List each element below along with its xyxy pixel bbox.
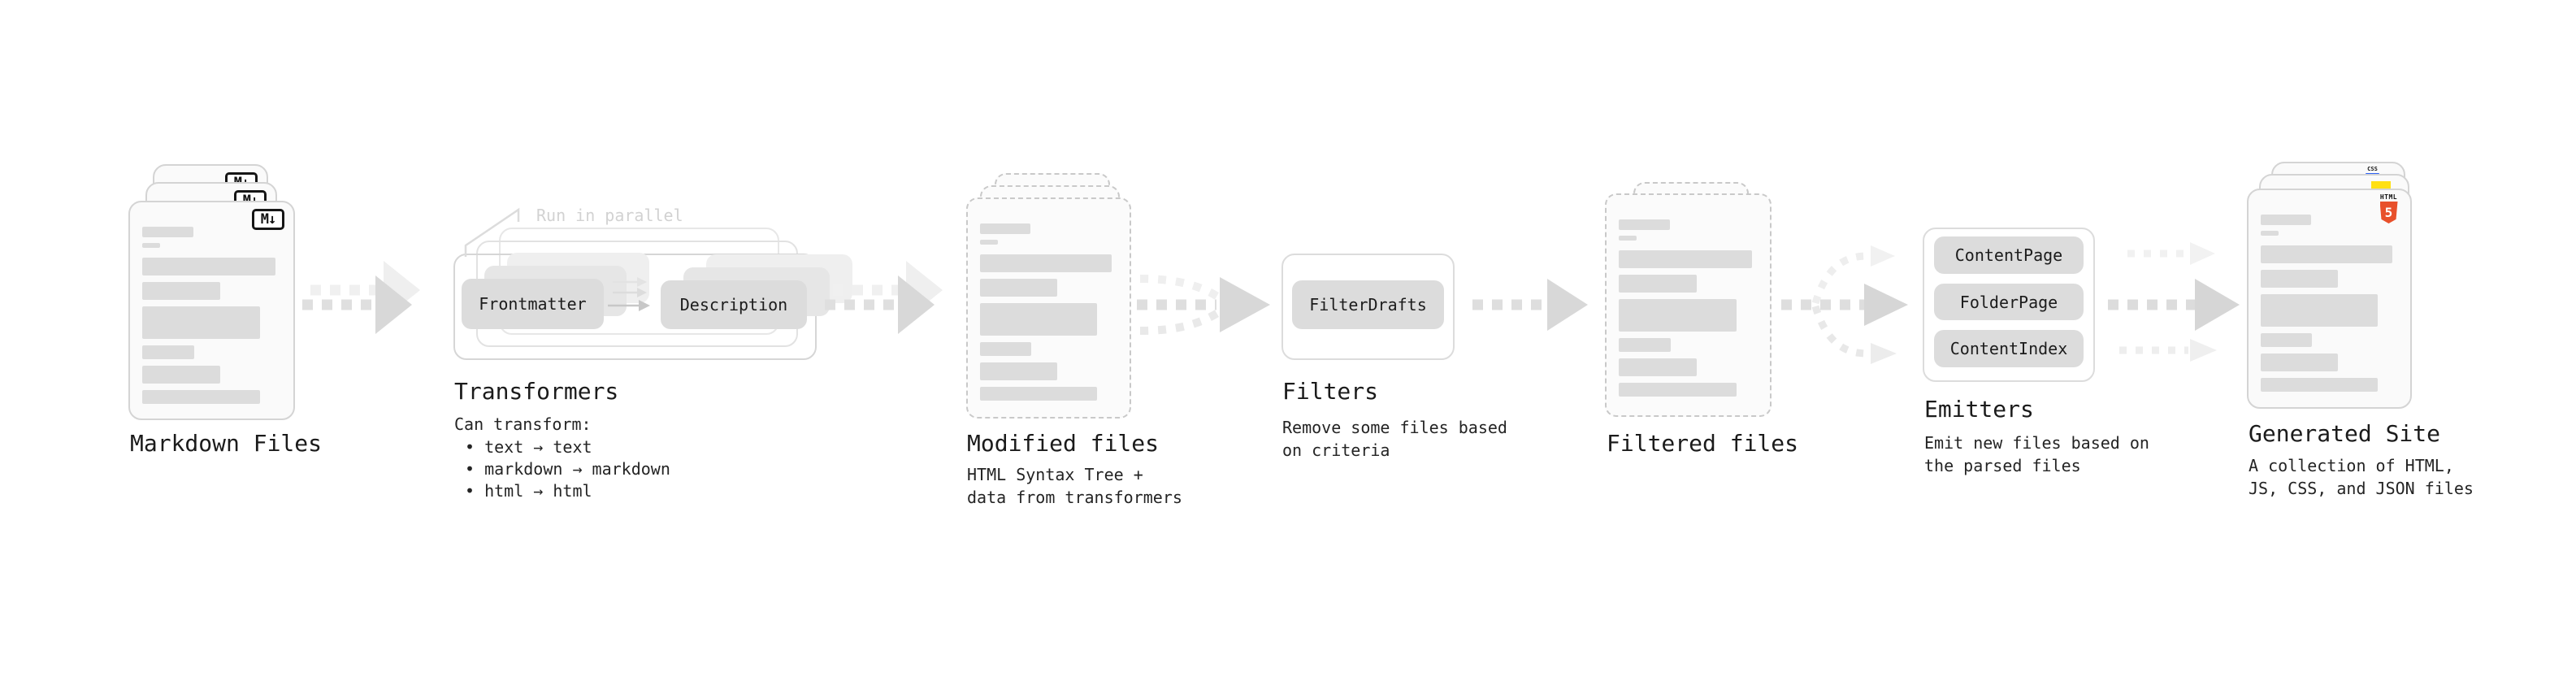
markdown-icon: M↓ (252, 209, 284, 230)
emitters-subtitle: Emit new files based on the parsed files (1924, 433, 2149, 475)
modified-files-title: Modified files (967, 430, 1160, 457)
contentpage-node: ContentPage (1934, 236, 2084, 274)
modified-file-card-front (966, 197, 1131, 419)
parallel-mini-arrows (608, 277, 650, 311)
description-node: Description (661, 280, 807, 329)
filterdrafts-node: FilterDrafts (1292, 280, 1444, 329)
frontmatter-node: Frontmatter (462, 279, 604, 329)
transform-bullet: • markdown → markdown (465, 459, 670, 479)
document-text-placeholder (980, 199, 1116, 417)
transformers-description: Can transform: (454, 414, 592, 434)
emitters-title: Emitters (1924, 396, 2034, 423)
flow-arrow-markdown-to-transformers (302, 261, 420, 334)
document-text-placeholder (142, 202, 280, 419)
markdown-file-card-front: M↓ (128, 201, 295, 420)
flow-arrow-transformers-to-modified (825, 261, 943, 334)
flow-arrow-split-filtered-to-emitters (1781, 245, 1908, 364)
filtered-file-card-front (1605, 193, 1772, 417)
filtered-files-title: Filtered files (1607, 430, 1799, 457)
filters-subtitle: Remove some files based on criteria (1282, 418, 1507, 460)
contentindex-node: ContentIndex (1934, 330, 2084, 367)
flow-arrow-filters-to-filtered (1472, 279, 1588, 331)
transform-bullet: • text → text (465, 437, 592, 457)
folderpage-node: FolderPage (1934, 284, 2084, 320)
site-file-card-html: HTML 5 (2247, 189, 2412, 409)
markdown-files-title: Markdown Files (130, 430, 323, 457)
run-in-parallel-note: Run in parallel (536, 206, 683, 225)
modified-files-subtitle: HTML Syntax Tree + data from transformer… (967, 465, 1182, 507)
flow-arrow-merge-modified-to-filters (1137, 275, 1270, 335)
transform-bullet: • html → html (465, 481, 592, 501)
transformers-title: Transformers (454, 378, 619, 405)
html5-logo-icon: HTML 5 (2379, 194, 2398, 223)
flow-arrows-emitters-to-site (2108, 242, 2240, 362)
run-in-parallel-leader-line (464, 207, 520, 257)
document-text-placeholder (1619, 195, 1756, 415)
generated-site-subtitle: A collection of HTML, JS, CSS, and JSON … (2249, 456, 2474, 498)
document-text-placeholder (2261, 190, 2396, 407)
generated-site-title: Generated Site (2249, 420, 2441, 447)
filters-title: Filters (1282, 378, 1379, 405)
